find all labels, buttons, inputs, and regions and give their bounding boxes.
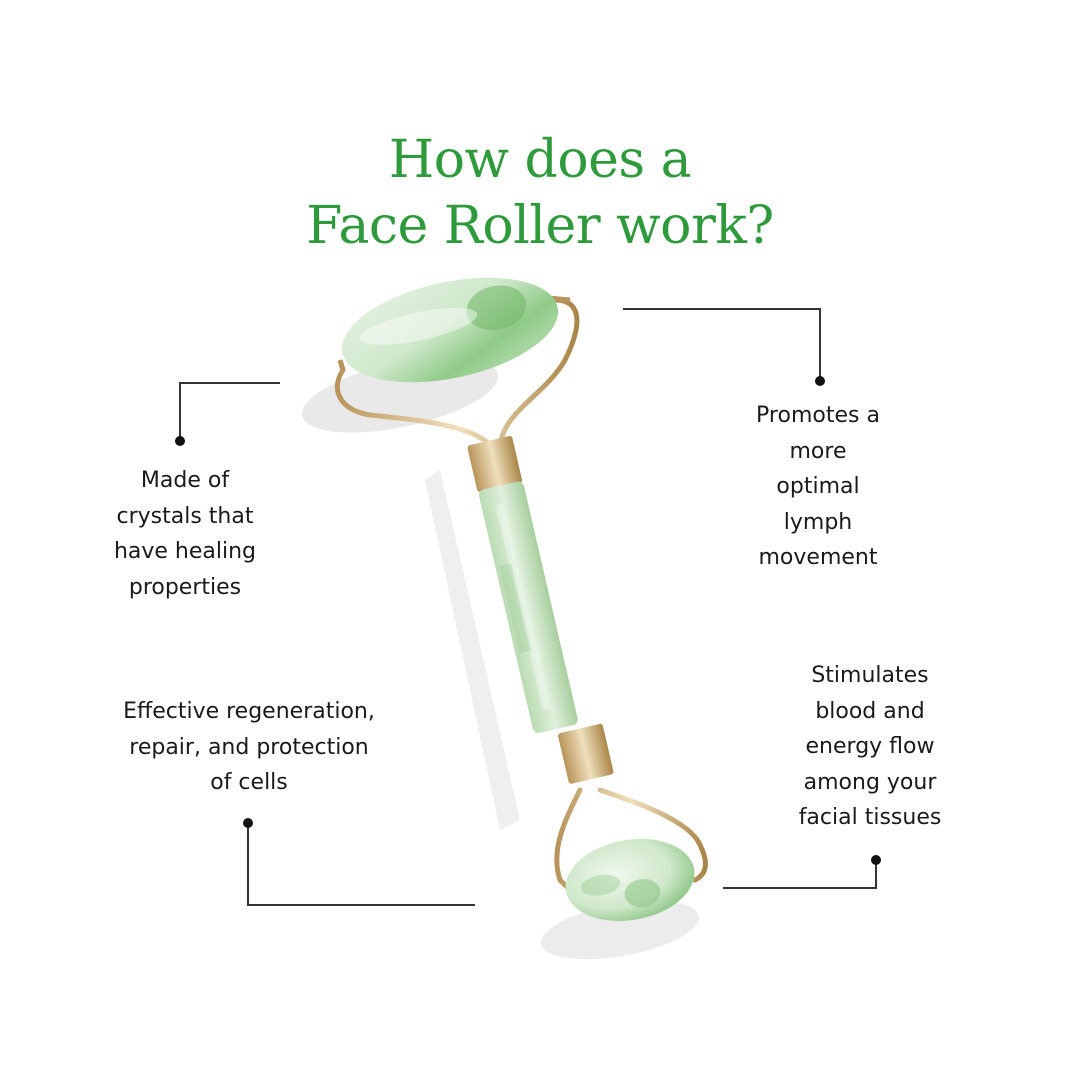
title-line-1: How does a [388, 129, 692, 190]
callout-blood: Stimulates blood and energy flow among y… [798, 663, 942, 830]
callout-crystals: Made of crystals that have healing prope… [113, 468, 257, 600]
callout-lymph: Promotes a more optimal lymph movement [756, 403, 880, 570]
title-line-2: Face Roller work? [306, 195, 774, 256]
page-title: How does a Face Roller work? [0, 127, 1080, 259]
callout-cells: Effective regeneration, repair, and prot… [123, 699, 375, 795]
